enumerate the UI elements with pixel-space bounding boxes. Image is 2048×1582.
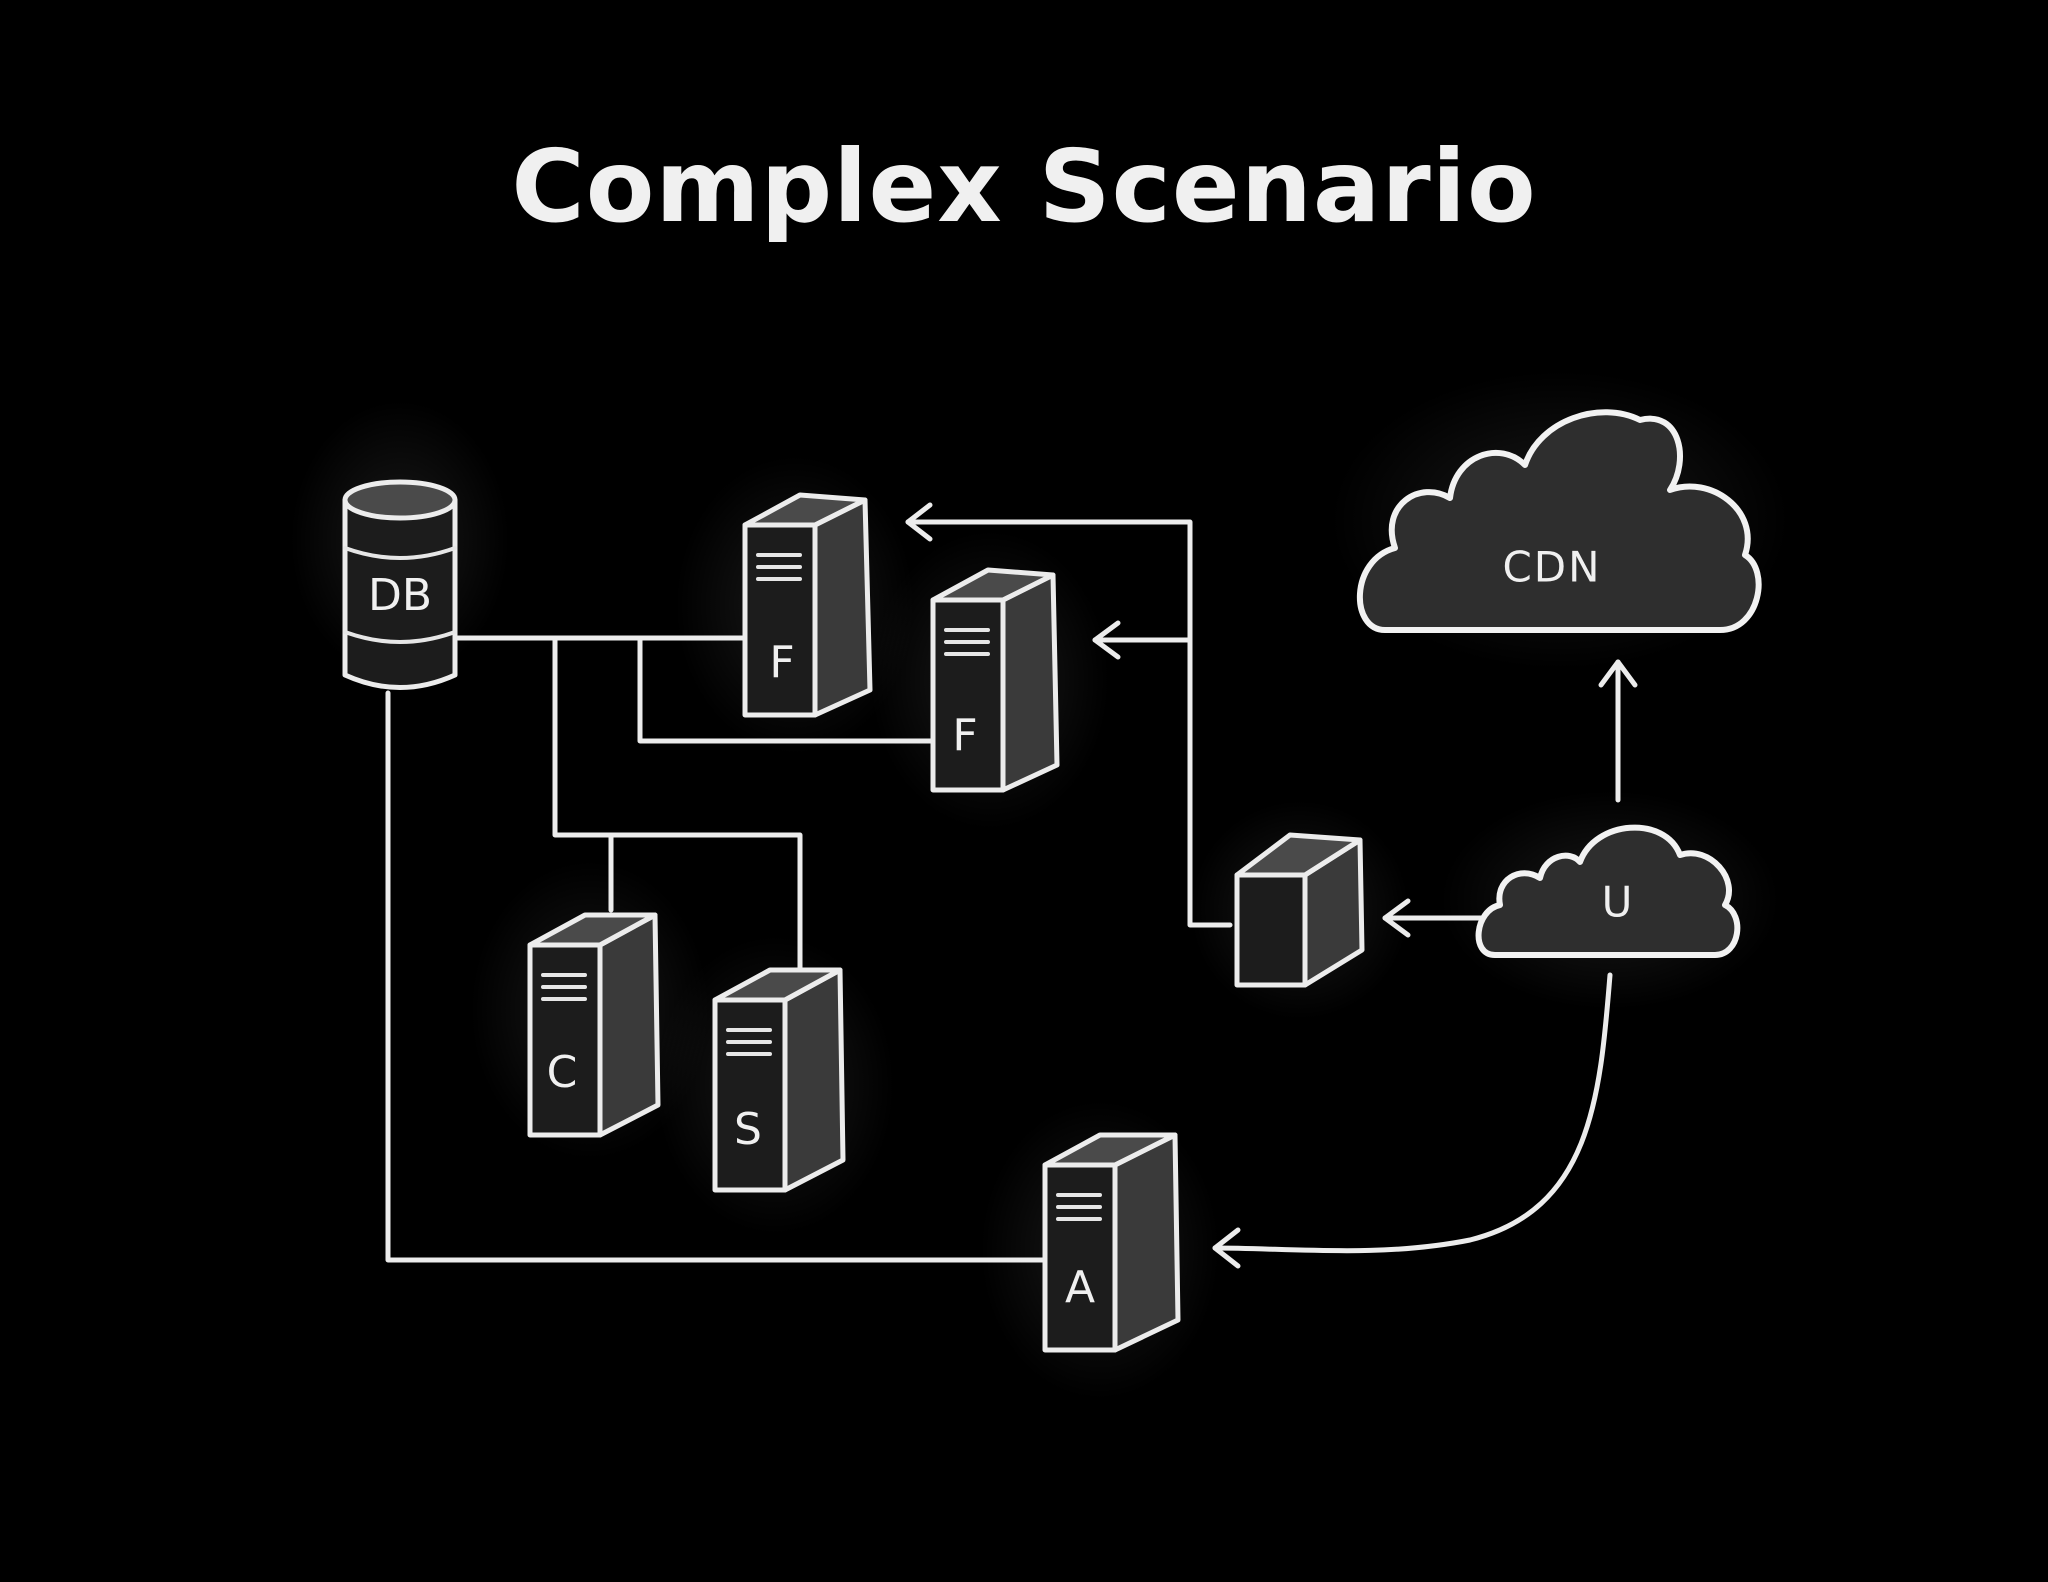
user-label: U	[1602, 878, 1635, 927]
load-balancer-node	[1190, 800, 1410, 1020]
server-c-node: C	[470, 860, 710, 1160]
server-f1-label: F	[769, 637, 794, 688]
arrow-head-f1	[905, 502, 938, 542]
server-c-label: C	[547, 1047, 578, 1098]
cloud-icon	[1356, 409, 1762, 633]
server-a-label: A	[1065, 1262, 1095, 1313]
server-icon	[712, 967, 846, 1193]
edge-user-a	[1212, 972, 1613, 1254]
server-icon	[1042, 1132, 1181, 1353]
server-a-node: A	[980, 1100, 1220, 1400]
server-icon	[930, 567, 1060, 793]
server-s-node: S	[655, 935, 895, 1235]
cube-icon	[1234, 832, 1365, 988]
server-f2-node: F	[870, 530, 1110, 830]
cdn-node: CDN	[1330, 370, 1790, 670]
user-node: U	[1440, 790, 1780, 1010]
database-label: DB	[368, 570, 432, 621]
server-icon	[527, 912, 661, 1138]
server-f2-label: F	[952, 710, 977, 761]
edge-db-a	[385, 690, 1053, 1263]
server-icon	[742, 492, 873, 718]
edge-db-s	[552, 635, 803, 973]
cloud-icon	[1475, 824, 1741, 958]
database-node: DB	[290, 400, 510, 690]
cdn-label: CDN	[1502, 543, 1601, 592]
server-f1-node: F	[675, 455, 915, 755]
slide-title: Complex Scenario	[511, 128, 1537, 245]
server-s-label: S	[734, 1104, 762, 1155]
